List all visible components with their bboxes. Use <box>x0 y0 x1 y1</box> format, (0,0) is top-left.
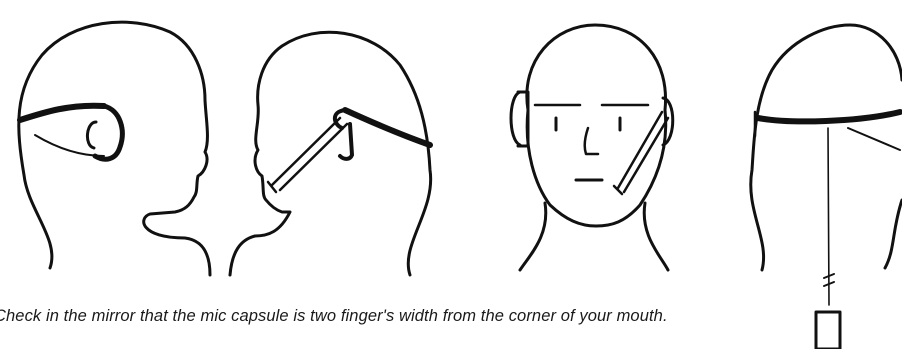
head-outline <box>751 25 902 270</box>
head-back-figure <box>751 25 902 349</box>
headband <box>20 106 104 120</box>
neck-right <box>885 200 902 268</box>
boom-arm-outer <box>272 118 340 185</box>
headband <box>758 112 900 121</box>
ear-c-mark <box>87 122 96 148</box>
ear-cup <box>95 106 122 159</box>
nose <box>585 128 598 154</box>
cable <box>828 128 829 305</box>
head-side-right-figure <box>230 32 431 275</box>
instruction-caption: Check in the mirror that the mic capsule… <box>0 307 668 326</box>
transmitter-pack <box>816 312 840 349</box>
head-outline <box>19 22 210 275</box>
boom-arm-back <box>848 128 900 150</box>
cable-loop <box>35 135 104 156</box>
head-side-left-figure <box>19 22 210 275</box>
head-front-figure <box>511 25 673 270</box>
neck-left <box>520 203 546 270</box>
head-outline <box>527 25 666 226</box>
boom-arm-inner <box>280 124 347 190</box>
headband <box>345 110 430 145</box>
neck-right <box>644 203 668 270</box>
head-outline <box>230 32 431 275</box>
